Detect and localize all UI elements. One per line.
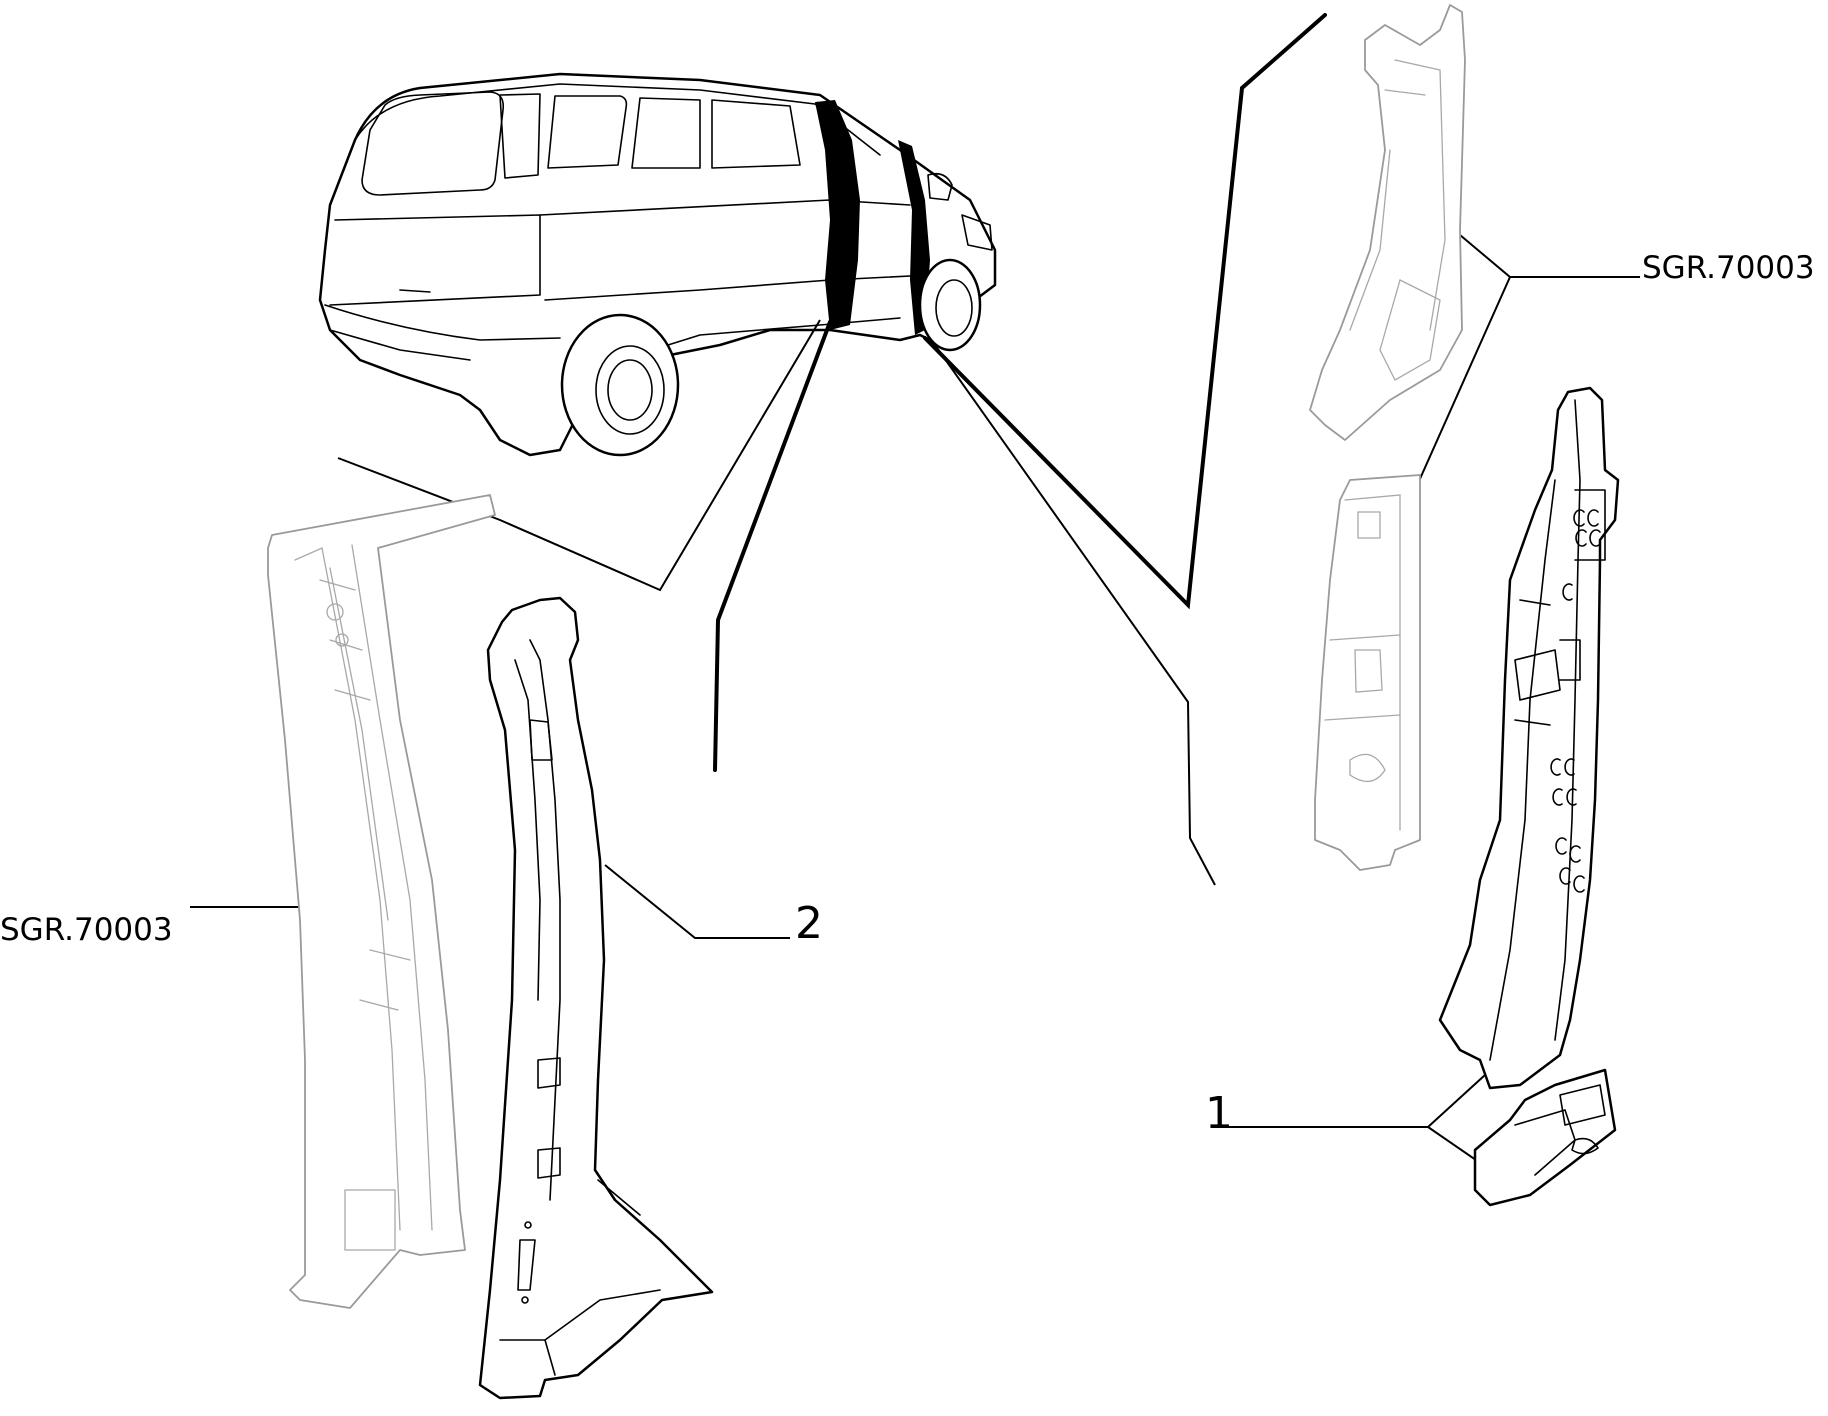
leader-part-2 xyxy=(604,864,790,939)
leader-car-to-left-parts xyxy=(337,319,821,592)
left-reference-pillar xyxy=(267,494,496,1309)
ref-label-upper-right: SGR.70003 xyxy=(1642,250,1815,286)
leader-car-to-part-2 xyxy=(713,320,832,772)
leader-car-to-part-1 xyxy=(934,344,1216,886)
labels: SGR.70003 SGR.70003 2 1 xyxy=(0,250,1815,1139)
leader-car-to-right-parts xyxy=(923,13,1327,610)
upper-right-reference-parts xyxy=(1309,4,1466,871)
part-number-2: 2 xyxy=(795,898,823,949)
part-number-1: 1 xyxy=(1205,1088,1233,1139)
ref-label-left: SGR.70003 xyxy=(0,912,173,948)
part-2-b-pillar xyxy=(478,596,714,1400)
leader-part-1 xyxy=(1225,1074,1486,1128)
part-1-pillar-reinforcement xyxy=(1438,386,1620,1207)
minivan-illustration xyxy=(318,72,997,457)
leader-sgr-upper-right xyxy=(1459,234,1640,278)
